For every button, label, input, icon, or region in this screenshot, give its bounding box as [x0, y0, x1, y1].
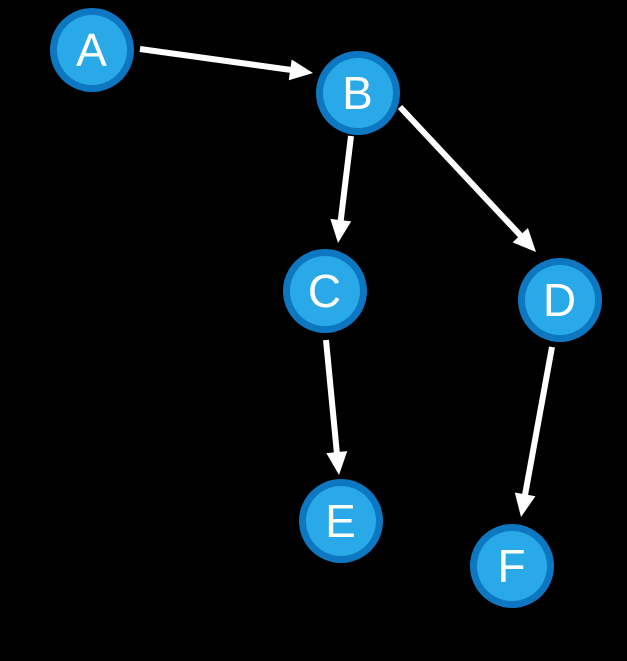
node-fill-B [323, 58, 393, 128]
edge-D-F [514, 346, 555, 517]
node-F[interactable]: F [470, 524, 554, 608]
edge-line-C-E [323, 339, 341, 457]
arrowhead-icon [288, 59, 313, 81]
edge-line-D-F [521, 346, 555, 499]
arrowhead-icon [330, 218, 352, 243]
node-fill-C [290, 256, 360, 326]
arrowhead-icon [326, 451, 348, 475]
node-E[interactable]: E [299, 479, 383, 563]
nodes-layer: A B C D E F [50, 8, 602, 608]
node-label-B: B [342, 67, 374, 119]
node-fill-E [306, 486, 376, 556]
node-label-E: E [325, 495, 357, 547]
arrowhead-icon [514, 492, 536, 517]
node-label-A: A [76, 24, 108, 76]
node-label-C: C [308, 265, 342, 317]
node-label-F: F [497, 540, 526, 592]
node-fill-D [525, 265, 595, 335]
node-D[interactable]: D [518, 258, 602, 342]
edge-line-A-B [139, 46, 295, 74]
node-label-D: D [543, 274, 577, 326]
arrowhead-icon [512, 228, 536, 252]
node-C[interactable]: C [283, 249, 367, 333]
edge-B-D [397, 104, 536, 252]
node-B[interactable]: B [316, 51, 400, 135]
node-fill-A [57, 15, 127, 85]
edge-line-B-D [397, 104, 526, 241]
edge-B-C [330, 135, 354, 243]
node-A[interactable]: A [50, 8, 134, 92]
node-fill-F [477, 531, 547, 601]
edge-C-E [323, 339, 348, 475]
edge-A-B [139, 46, 313, 81]
edge-line-B-C [337, 135, 354, 225]
edges-layer [139, 46, 555, 517]
